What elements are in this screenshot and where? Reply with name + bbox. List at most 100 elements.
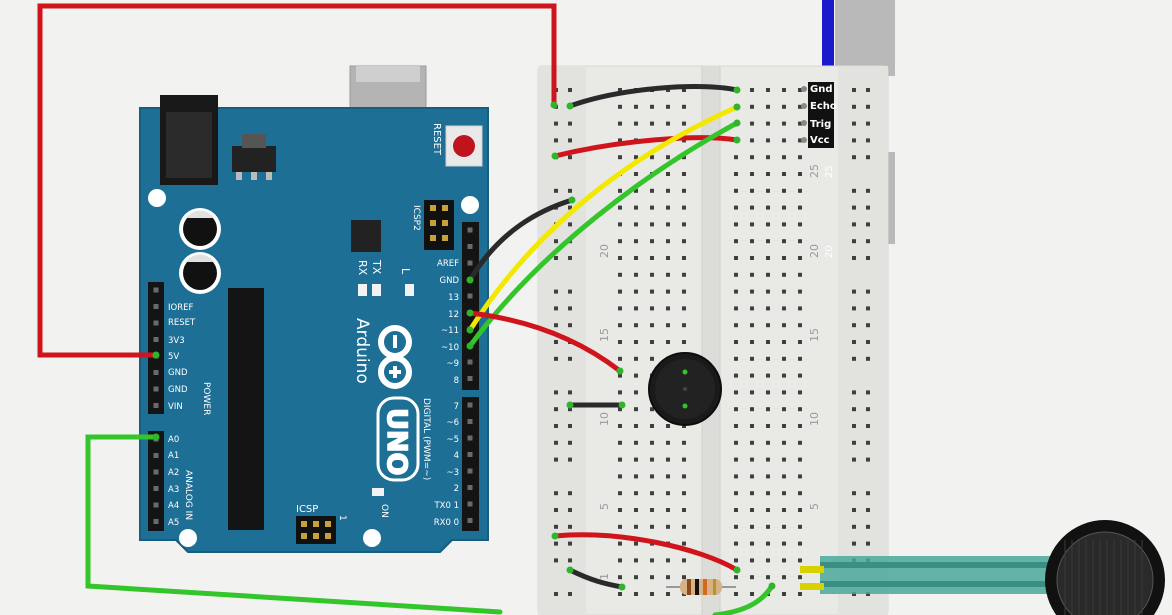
breadboard-hole [634,491,638,496]
wire-endpoint [152,351,160,359]
breadboard-hole [866,88,870,92]
row-number: 20 [598,244,611,258]
breadboard-hole [866,457,870,462]
breadboard-hole [782,340,786,344]
wire-red-vcc-top [552,135,740,159]
breadboard-hole [634,424,638,428]
breadboard-hole [554,407,558,412]
breadboard-hole [682,155,686,160]
breadboard-hole [734,558,738,563]
breadboard-hole [798,558,802,563]
breadboard-hole [750,121,754,126]
breadboard-hole [618,390,622,395]
pin-label-7: 7 [454,402,459,412]
breadboard-hole [782,121,786,126]
breadboard-hole [750,524,754,529]
breadboard-hole [650,289,654,294]
center-channel [702,66,720,615]
breadboard-hole [766,575,770,580]
led-l [405,284,414,296]
led-tx [372,284,381,296]
breadboard-hole [554,356,558,361]
breadboard-hole [866,256,870,260]
icsp-pin [442,205,448,211]
breadboard-hole [554,121,558,126]
breadboard-hole [682,541,686,546]
breadboard-hole [798,188,802,193]
breadboard-hole [750,323,754,328]
wire-endpoint [466,309,474,317]
pin-label-12: 12 [448,310,459,320]
breadboard-hole [634,524,638,529]
wire-endpoint [566,401,574,409]
breadboard-hole [618,306,622,311]
breadboard-hole [766,306,770,311]
pin-label-gnd: GND [440,276,460,286]
breadboard-hole [568,222,572,227]
breadboard-hole [866,340,870,344]
breadboard-hole [866,222,870,227]
pin-label-ioref: IOREF [168,303,193,313]
header-pin [153,486,159,491]
breadboard-hole [666,474,670,479]
breadboard-hole [750,575,754,580]
breadboard-hole [852,424,856,428]
breadboard-hole [666,491,670,496]
breadboard-hole [782,239,786,244]
digital-header-title: DIGITAL (PWM=~) [421,398,431,480]
breadboard-hole [666,188,670,193]
breadboard-hole [798,592,802,596]
breadboard-hole [650,323,654,328]
breadboard-hole [682,88,686,92]
mounting-hole [179,529,197,547]
icsp-pin [313,533,319,539]
breadboard-hole [782,575,786,580]
breadboard-hole [554,524,558,529]
breadboard-hole [666,440,670,445]
breadboard-hole [866,289,870,294]
breadboard-hole [682,323,686,328]
pin-label-aref: AREF [437,259,459,269]
pin-label-a5: A5 [168,518,179,528]
breadboard-hole [618,272,622,277]
breadboard-hole [750,340,754,344]
breadboard-hole [568,256,572,260]
breadboard-hole [666,121,670,126]
breadboard-hole [650,508,654,512]
breadboard-hole [750,474,754,479]
header-pin [467,518,473,523]
breadboard-hole [782,474,786,479]
breadboard-hole [634,104,638,109]
breadboard-hole [750,289,754,294]
breadboard-hole [568,592,572,596]
header-pin [467,260,473,266]
breadboard-hole [852,104,856,109]
breadboard-hole [750,272,754,277]
breadboard-hole [782,457,786,462]
breadboard-hole [766,172,770,176]
wire-endpoint [733,86,741,94]
reset-label: RESET [431,123,442,156]
breadboard-hole [618,289,622,294]
icsp-pin [442,220,448,226]
breadboard-hole [866,205,870,210]
breadboard-hole [682,205,686,210]
breadboard-hole [568,541,572,546]
reset-button[interactable] [445,125,483,167]
breadboard-hole [568,424,572,428]
breadboard-hole [634,575,638,580]
breadboard-hole [618,508,622,512]
breadboard-hole [782,541,786,546]
icsp2-header [424,200,454,250]
breadboard-hole [666,155,670,160]
breadboard-hole [650,491,654,496]
breadboard-hole [852,491,856,496]
wire-black-bottom [567,567,625,590]
breadboard-hole [734,424,738,428]
breadboard-hole [766,121,770,126]
breadboard-hole [666,457,670,462]
breadboard-hole [852,88,856,92]
arduino-logo [378,325,412,389]
mounting-hole [363,529,381,547]
